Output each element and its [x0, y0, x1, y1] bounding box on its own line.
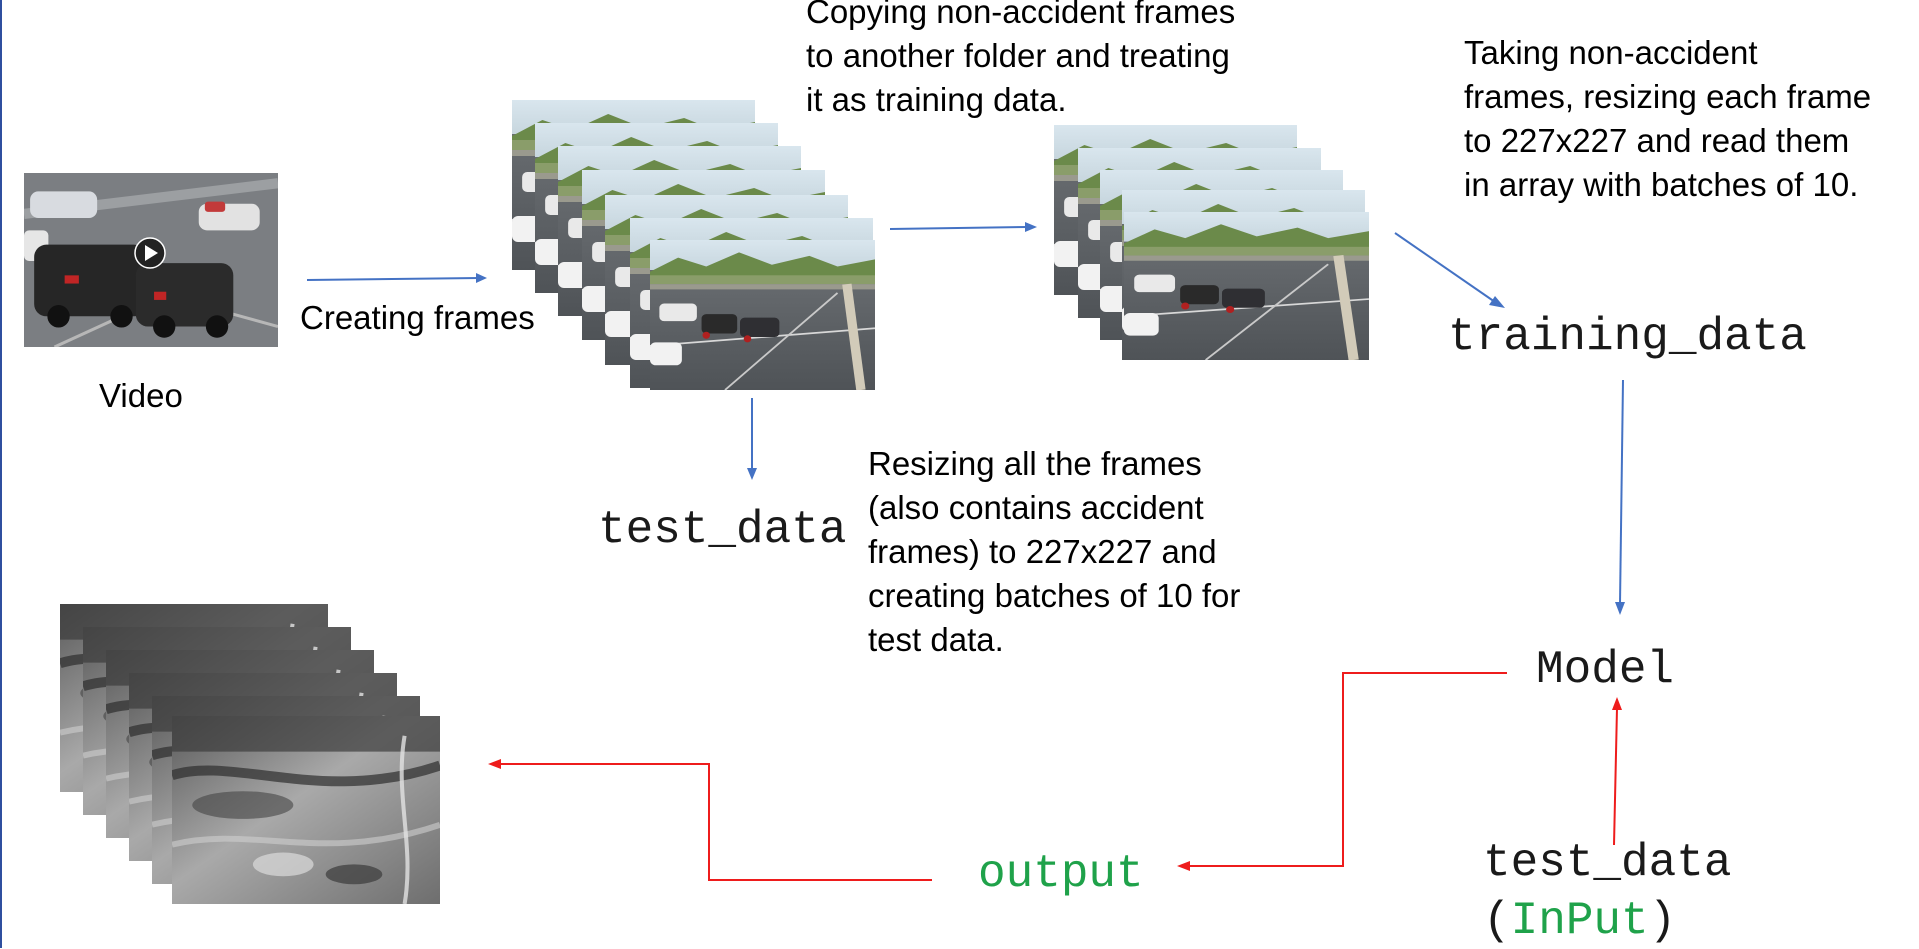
left-border	[0, 0, 2, 948]
resizing-line: Resizing all the frames	[868, 445, 1202, 482]
frame-stack-training	[1054, 125, 1369, 360]
test-data-label: test_data	[598, 504, 847, 556]
arrow-video-to-frames	[306, 277, 481, 281]
red-arrows	[488, 672, 1622, 881]
arrow-input-to-model	[1613, 707, 1618, 846]
arrow-training-data-to-model	[1619, 379, 1624, 605]
test-data-input-label: test_data	[1483, 837, 1732, 889]
resizing-line: frames) to 227x227 and	[868, 533, 1217, 570]
creating-frames-label: Creating frames	[300, 299, 535, 336]
taking-line: to 227x227 and read them	[1464, 122, 1850, 159]
model-label: Model	[1536, 644, 1675, 696]
frame-stack-all	[512, 100, 875, 390]
copying-line: Copying non-accident frames	[806, 0, 1236, 30]
training-data-label: training_data	[1448, 311, 1807, 363]
resizing-line: creating batches of 10 for	[868, 577, 1241, 614]
copying-description: Copying non-accident frames to another f…	[806, 0, 1235, 122]
arrow-training-frames-to-training-data	[1394, 232, 1496, 303]
taking-description: Taking non-accident frames, resizing eac…	[1464, 31, 1871, 207]
input-label: InPut	[1510, 895, 1649, 947]
video-thumbnail	[24, 173, 278, 347]
input-close-paren: )	[1648, 895, 1677, 947]
resizing-description: Resizing all the frames (also contains a…	[868, 442, 1240, 662]
taking-line: frames, resizing each frame	[1464, 78, 1872, 115]
output-label: output	[978, 848, 1144, 900]
output-frame-stack	[60, 604, 440, 904]
copying-line: to another folder and treating	[806, 37, 1230, 74]
arrow-output-to-frames	[500, 763, 932, 881]
input-annotation: (InPut)	[1483, 893, 1676, 949]
input-open-paren: (	[1483, 895, 1511, 947]
resizing-line: (also contains accident	[868, 489, 1204, 526]
arrow-model-to-output	[1188, 672, 1507, 867]
blue-arrows	[306, 222, 1625, 615]
arrow-frames-to-training-frames	[889, 226, 1029, 230]
taking-line: Taking non-accident	[1464, 34, 1758, 71]
resizing-line: test data.	[868, 621, 1004, 658]
copying-line: it as training data.	[806, 81, 1067, 118]
taking-line: in array with batches of 10.	[1464, 166, 1859, 203]
video-label: Video	[99, 377, 183, 414]
